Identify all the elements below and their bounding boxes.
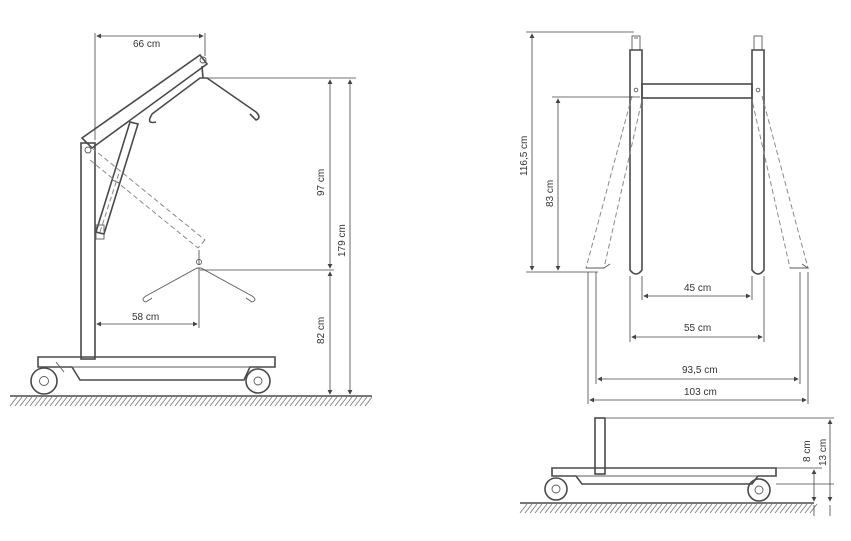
base-ground: [519, 502, 818, 514]
label-reach: 66 cm: [133, 39, 160, 50]
side-spreader-raised: [148, 65, 260, 124]
label-open-width: 93,5 cm: [682, 365, 718, 376]
label-base-height: 13 cm: [818, 439, 829, 466]
side-mast: [80, 142, 96, 360]
side-dimension-lines: [94, 33, 356, 395]
label-outer-width: 103 cm: [684, 387, 717, 398]
label-boom-height: 83 cm: [545, 180, 556, 207]
side-rear-wheel: [30, 367, 58, 395]
side-base: [37, 356, 276, 381]
front-legs-spread: [585, 95, 810, 269]
label-spreader: 58 cm: [132, 312, 159, 323]
side-ground: [9, 395, 373, 407]
side-front-wheel: [245, 367, 271, 394]
front-view: 116,5 cm 83 cm 45 cm 55 cm 93,5 cm 103 c…: [519, 31, 810, 404]
base-front-wheel: [747, 478, 771, 502]
label-mast-height: 116,5 cm: [519, 136, 530, 176]
front-dimension-lines: [526, 31, 809, 404]
side-view: 66 cm 58 cm 97 cm 179 cm 82 cm: [9, 33, 373, 407]
label-inner-width: 45 cm: [684, 283, 711, 294]
base-chassis: [551, 417, 777, 485]
front-crossbar: [633, 83, 761, 99]
base-dimension-lines: [606, 417, 834, 516]
base-view: 8 cm 13 cm: [519, 417, 834, 516]
label-lift-range: 97 cm: [316, 169, 327, 196]
side-boom: [80, 53, 209, 150]
label-mid-width: 55 cm: [684, 323, 711, 334]
label-max-height: 179 cm: [337, 224, 348, 257]
front-left-mast: [629, 35, 643, 275]
label-min-height: 82 cm: [316, 317, 327, 344]
label-ground-clearance: 8 cm: [802, 440, 813, 462]
side-actuator: [94, 121, 140, 240]
base-rear-wheel: [544, 477, 568, 501]
front-right-mast: [751, 35, 765, 275]
side-boom-lowered: [89, 147, 206, 249]
